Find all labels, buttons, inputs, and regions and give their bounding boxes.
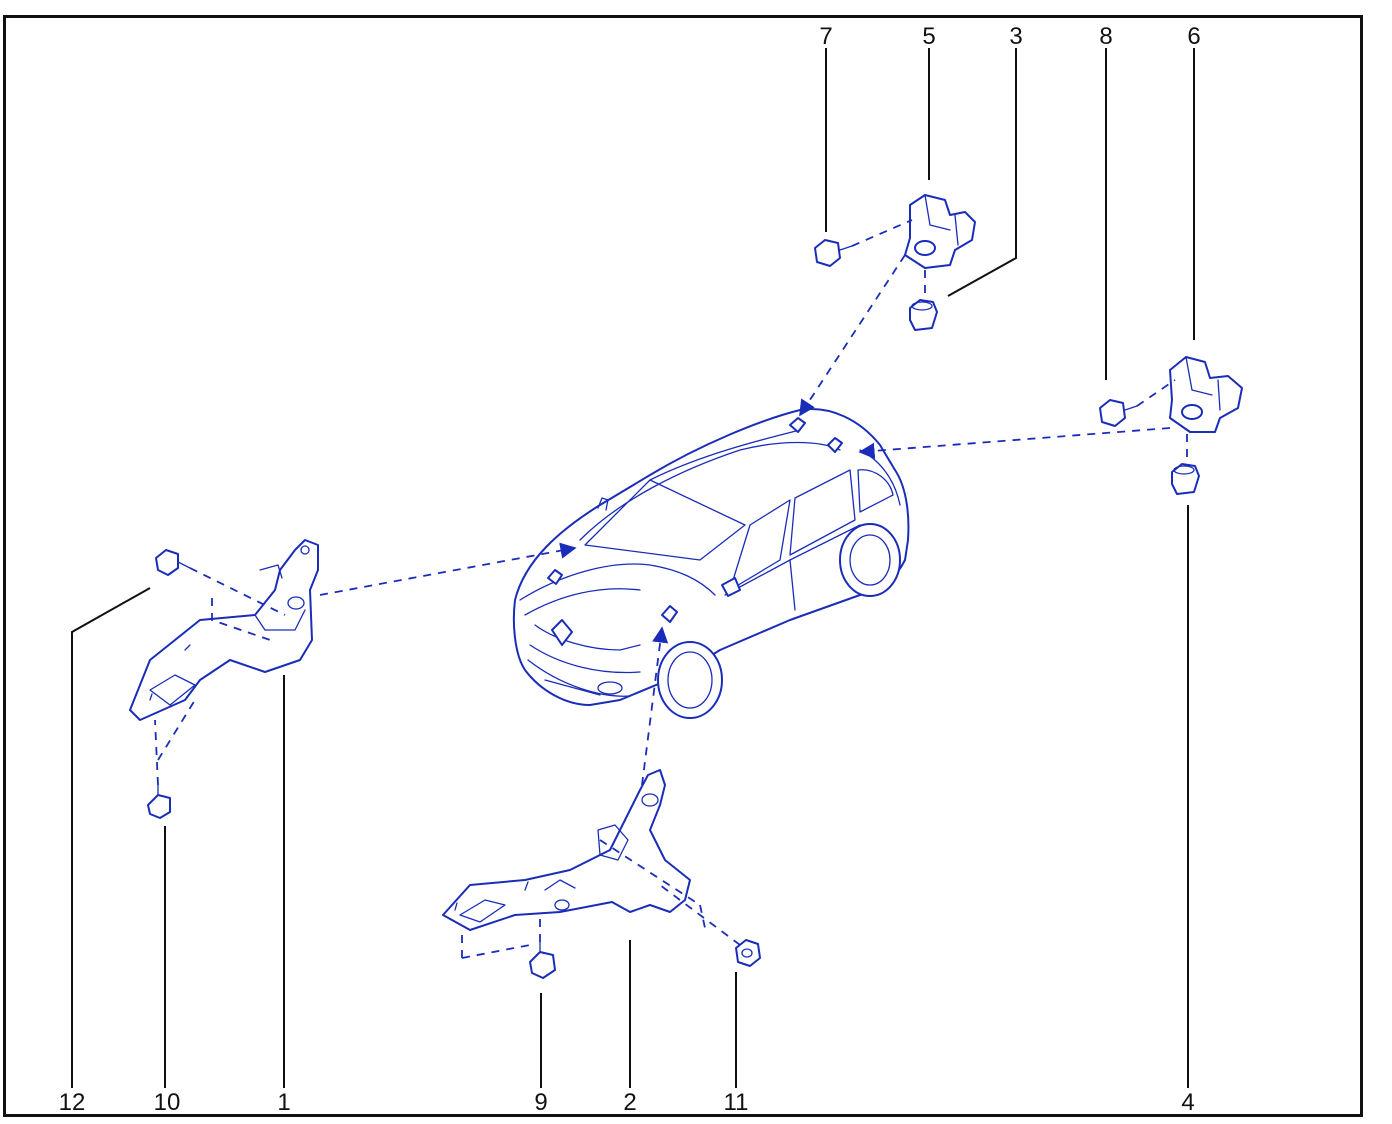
callout-3: 3 (1009, 23, 1022, 50)
bolt-part-12 (155, 549, 191, 576)
callout-11: 11 (724, 1089, 749, 1116)
callout-7: 7 (819, 23, 832, 50)
bolt-part-11 (735, 939, 761, 967)
nut-part-3 (909, 299, 938, 331)
callout-5: 5 (922, 23, 935, 50)
hinge-part-2 (442, 769, 691, 931)
bolt-part-7 (814, 239, 853, 267)
bolt-part-8 (1099, 399, 1138, 427)
callout-labels: 7 5 3 8 6 12 10 1 9 2 11 4 (59, 23, 1201, 1116)
callout-4: 4 (1181, 1089, 1194, 1116)
callout-9: 9 (534, 1089, 547, 1116)
diagram-frame (3, 15, 1363, 1117)
callout-12: 12 (59, 1089, 86, 1116)
bolt-part-10 (147, 784, 171, 819)
callout-2: 2 (623, 1089, 636, 1116)
bolt-part-9 (529, 941, 556, 979)
hinge-part-6 (1169, 356, 1243, 433)
assembly-lines (154, 219, 1188, 959)
callout-6: 6 (1187, 23, 1200, 50)
hinge-part-1 (129, 539, 319, 721)
callout-8: 8 (1099, 23, 1112, 50)
hinge-part-5 (904, 194, 976, 269)
nut-part-4 (1171, 463, 1200, 495)
callout-10: 10 (154, 1089, 181, 1116)
callout-1: 1 (277, 1089, 290, 1116)
leader-lines (71, 48, 1195, 1088)
car-body (512, 408, 910, 719)
